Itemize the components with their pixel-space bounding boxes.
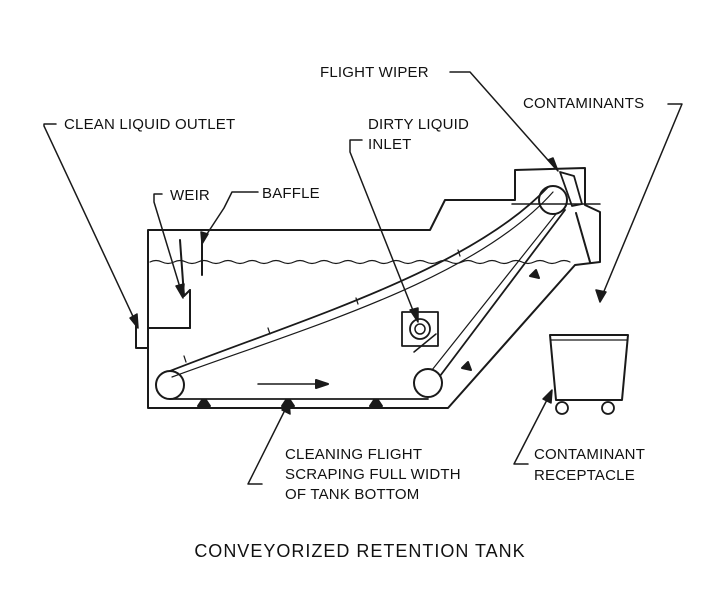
- liquid-surface: [149, 259, 571, 265]
- leader-cleaning-flight: [247, 403, 289, 485]
- leader-dirty-liquid-inlet: [349, 139, 417, 319]
- discharge-chute: [575, 212, 591, 263]
- conveyor-rising-run-inner: [431, 213, 557, 371]
- upper-run-flights: [183, 249, 461, 363]
- tank-outline: [147, 167, 601, 409]
- flight-tick-3: [355, 297, 359, 305]
- leader-dirty-liquid-inlet-head: [409, 307, 419, 323]
- outlet-fitting: [135, 319, 149, 349]
- leader-cleaning-flight-head: [281, 399, 291, 415]
- leader-flight-wiper-head: [547, 157, 559, 172]
- flight-1: [197, 399, 211, 407]
- leader-contaminants: [601, 103, 683, 297]
- leader-clean-liquid-outlet-head: [129, 313, 139, 329]
- label-contaminants: CONTAMINANTS: [523, 95, 645, 112]
- leader-weir: [153, 193, 183, 295]
- flight-tick-1: [183, 355, 187, 363]
- receptacle-body: [549, 334, 629, 401]
- leader-baffle-head: [200, 231, 209, 245]
- label-contaminant-receptacle-line2: RECEPTACLE: [534, 467, 635, 484]
- conveyor-upper-run: [169, 186, 549, 372]
- label-contaminant-receptacle-line1: CONTAMINANT: [534, 446, 646, 463]
- leader-clean-liquid-outlet: [43, 123, 138, 326]
- flight-tick-4: [457, 249, 461, 257]
- flight-tick-2: [267, 327, 271, 335]
- leader-contaminant-receptacle: [513, 393, 551, 465]
- label-cleaning-flight-line2: SCRAPING FULL WIDTH: [285, 466, 461, 483]
- flight-4: [461, 361, 472, 371]
- roller-right-bottom: [413, 368, 443, 398]
- conveyor-rising-run: [439, 209, 566, 377]
- label-dirty-liquid-inlet-line2: INLET: [368, 136, 412, 153]
- label-baffle: BAFFLE: [262, 185, 320, 202]
- label-dirty-liquid-inlet-line1: DIRTY LIQUID: [368, 116, 470, 133]
- inlet-pipe-inner: [414, 323, 426, 335]
- inlet-fixture: [401, 311, 439, 347]
- weir: [179, 239, 191, 297]
- cleaning-flights: [197, 269, 540, 407]
- leader-weir-head: [175, 283, 185, 299]
- label-cleaning-flight-line1: CLEANING FLIGHT: [285, 446, 423, 463]
- conveyor-upper-run-inner: [171, 191, 554, 378]
- diagram-title: CONVEYORIZED RETENTION TANK: [194, 541, 526, 561]
- flight-wiper: [559, 171, 583, 207]
- receptacle-wheel-left: [555, 401, 569, 415]
- direction-arrow-head: [315, 379, 329, 389]
- flight-5: [529, 269, 540, 279]
- leader-contaminants-head: [595, 289, 607, 303]
- label-cleaning-flight-line3: OF TANK BOTTOM: [285, 486, 420, 503]
- label-flight-wiper: FLIGHT WIPER: [320, 64, 429, 81]
- leader-contaminant-receptacle-head: [542, 389, 553, 404]
- receptacle-wheel-right: [601, 401, 615, 415]
- inlet-mount: [413, 333, 437, 353]
- leader-lines: [43, 71, 683, 485]
- roller-top: [538, 185, 568, 215]
- leader-baffle: [202, 191, 259, 241]
- inlet-pipe-outer: [409, 318, 431, 340]
- label-clean-liquid-outlet: CLEAN LIQUID OUTLET: [64, 116, 236, 133]
- leader-flight-wiper: [449, 71, 556, 169]
- flight-3: [369, 399, 383, 407]
- label-weir: WEIR: [170, 187, 210, 204]
- roller-left: [155, 370, 185, 400]
